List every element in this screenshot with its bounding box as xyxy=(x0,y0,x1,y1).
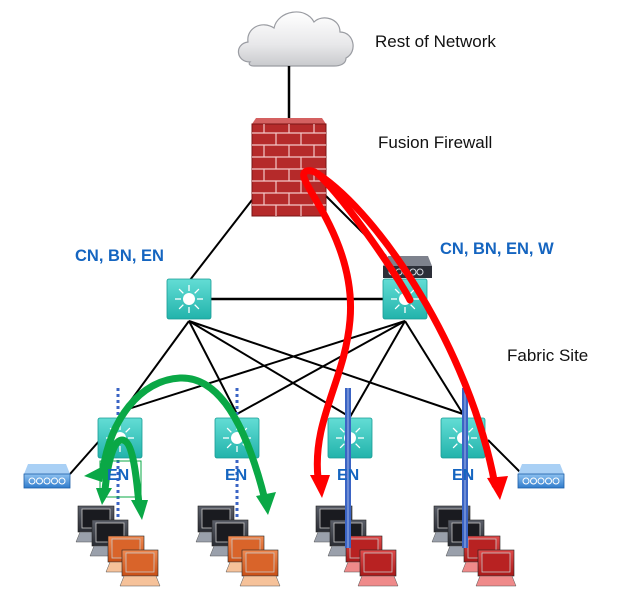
ap-top xyxy=(518,464,564,474)
flow-red-left xyxy=(300,167,414,482)
label-fusion-firewall: Fusion Firewall xyxy=(378,133,493,152)
ap-body xyxy=(517,473,565,489)
label-edge-1: EN xyxy=(107,467,130,484)
ap-body xyxy=(23,473,71,489)
switch-hub-icon xyxy=(183,293,195,305)
ap-port-icon xyxy=(545,477,552,485)
laptop-icon xyxy=(475,549,517,587)
laptop-icon xyxy=(239,549,281,587)
switch-border-left xyxy=(166,278,212,320)
laptop-icon xyxy=(119,549,161,587)
fabric-links xyxy=(117,320,464,419)
flow-green-intra-edge xyxy=(101,436,143,509)
flow-green-inter-edge xyxy=(99,374,269,504)
ap-top xyxy=(24,464,70,474)
flow-green-arrowhead-1 xyxy=(84,464,107,482)
label-rest-of-network: Rest of Network xyxy=(375,32,496,51)
link-edge1-ap-left xyxy=(69,439,101,475)
endpoints-group-1 xyxy=(75,505,161,587)
laptop-icon xyxy=(89,519,131,557)
switch-arrows-icon xyxy=(175,285,203,313)
label-edge-2: EN xyxy=(225,467,248,484)
vn-line-solid-3 xyxy=(345,388,351,548)
label-left-border-roles: CN, BN, EN xyxy=(75,247,164,265)
link-firewall-left-border xyxy=(189,199,253,281)
flow-green-arrowhead-2 xyxy=(256,492,276,515)
switch-arrows-icon xyxy=(391,285,419,313)
flow-green-arrowhead-3 xyxy=(96,488,112,505)
ap-port-icon xyxy=(537,477,545,485)
ap-port-icon xyxy=(522,477,530,485)
ap-port-icon xyxy=(36,477,43,485)
access-point-left xyxy=(23,464,71,489)
flow-green-arrowhead-4 xyxy=(131,500,148,520)
label-edge-3: EN xyxy=(337,467,360,484)
endpoints-group-3 xyxy=(313,505,399,587)
ap-port-icon xyxy=(43,477,51,485)
ap-port-icon xyxy=(28,477,36,485)
flow-red-arrowhead-right xyxy=(487,476,508,500)
link-edge4-ap-right xyxy=(487,439,523,475)
ap-port-icon xyxy=(552,477,560,485)
vn-line-solid-4 xyxy=(462,388,468,548)
access-point-right xyxy=(517,464,565,489)
ap-port-icon xyxy=(51,477,58,485)
endpoints-group-4 xyxy=(431,505,517,587)
label-edge-4: EN xyxy=(452,467,475,484)
laptop-icon xyxy=(357,549,399,587)
cloud-icon xyxy=(237,11,354,67)
flow-red-arrowhead-left xyxy=(310,475,330,498)
ap-port-icon xyxy=(58,477,66,485)
ap-port-icon xyxy=(530,477,537,485)
switch-arrows-icon xyxy=(336,424,364,452)
endpoints-group-2 xyxy=(195,505,281,587)
label-right-border-roles: CN, BN, EN, W xyxy=(440,240,554,258)
label-fabric-site: Fabric Site xyxy=(507,346,589,365)
flow-red-right xyxy=(314,170,499,489)
